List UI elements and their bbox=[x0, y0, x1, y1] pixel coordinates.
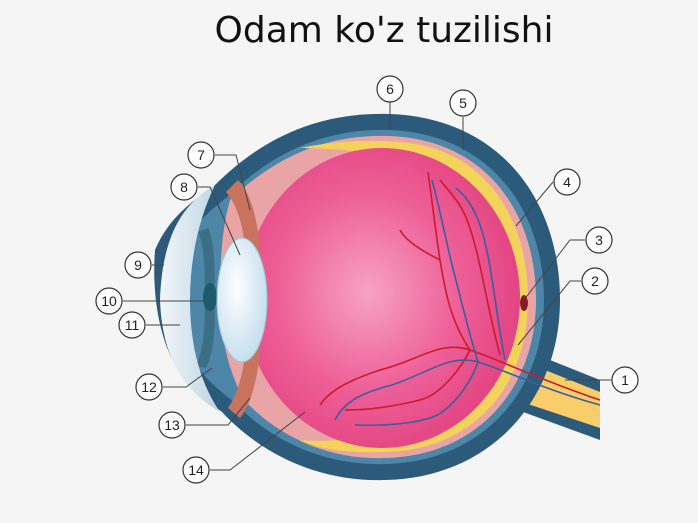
callout-6-label: 6 bbox=[386, 81, 394, 97]
blind-spot bbox=[520, 295, 528, 311]
callout-1-label: 1 bbox=[621, 372, 629, 388]
callout-9: 9 bbox=[125, 252, 151, 278]
pupil bbox=[203, 283, 217, 311]
callout-3: 3 bbox=[586, 227, 612, 253]
callout-2: 2 bbox=[582, 268, 608, 294]
callout-3-label: 3 bbox=[595, 232, 603, 248]
callout-4: 4 bbox=[554, 169, 580, 195]
callout-7: 7 bbox=[188, 142, 214, 168]
vitreous-body bbox=[244, 148, 520, 448]
callout-13-label: 13 bbox=[164, 417, 180, 433]
callout-8-label: 8 bbox=[180, 179, 188, 195]
callout-12-label: 12 bbox=[141, 379, 157, 395]
callout-14: 14 bbox=[183, 457, 209, 483]
callout-10: 10 bbox=[96, 288, 122, 314]
callout-2-label: 2 bbox=[591, 273, 599, 289]
callout-7-label: 7 bbox=[197, 147, 205, 163]
callout-12: 12 bbox=[136, 374, 162, 400]
callout-6: 6 bbox=[377, 76, 403, 102]
callout-14-label: 14 bbox=[188, 462, 204, 478]
callout-13: 13 bbox=[159, 412, 185, 438]
lens bbox=[217, 238, 267, 362]
callout-5: 5 bbox=[450, 90, 476, 116]
callout-10-label: 10 bbox=[101, 293, 117, 309]
callout-8: 8 bbox=[171, 174, 197, 200]
callout-1: 1 bbox=[612, 367, 638, 393]
callout-11: 11 bbox=[119, 312, 145, 338]
callout-4-label: 4 bbox=[563, 174, 571, 190]
callout-9-label: 9 bbox=[134, 257, 142, 273]
callout-5-label: 5 bbox=[459, 95, 467, 111]
callout-11-label: 11 bbox=[125, 317, 140, 333]
